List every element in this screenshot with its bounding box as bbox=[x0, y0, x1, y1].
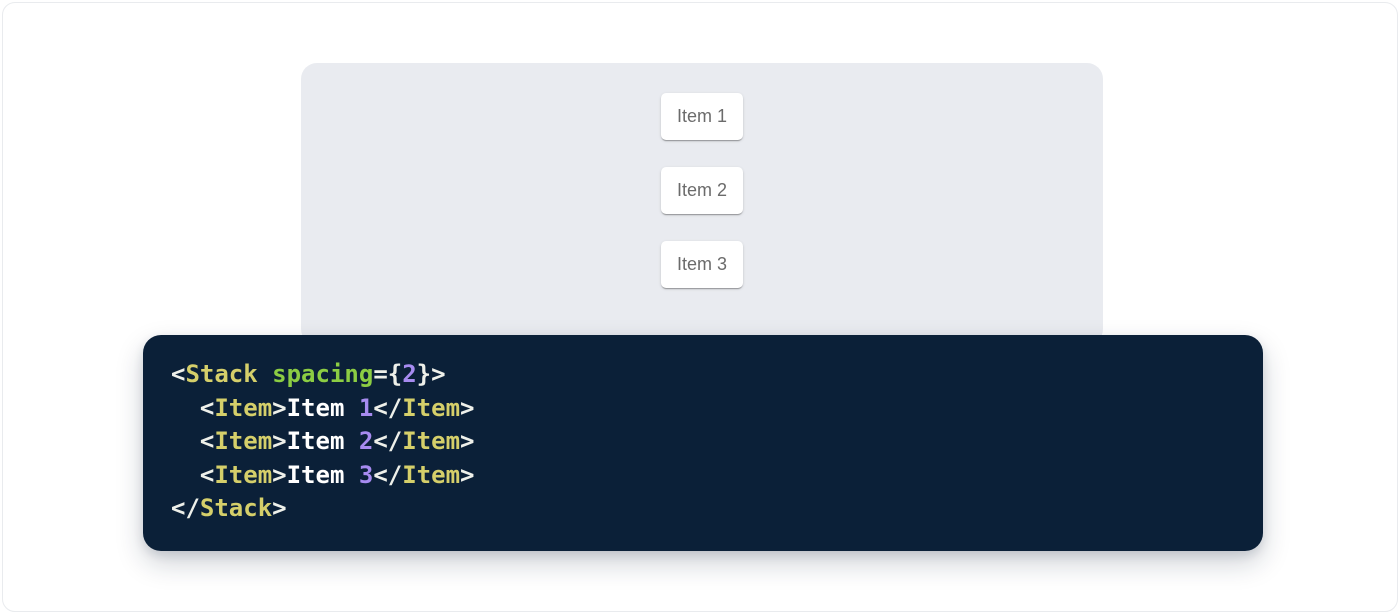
code-block: <Stack spacing={2}> <Item>Item 1</Item> … bbox=[143, 335, 1263, 551]
code-token-num: 2 bbox=[402, 360, 417, 388]
code-token-punct: > bbox=[272, 393, 287, 422]
code-token-punct: < bbox=[199, 393, 215, 422]
code-token-tag: Item bbox=[214, 460, 273, 489]
code-token-punct: = bbox=[373, 360, 388, 388]
code-token-plain bbox=[171, 427, 200, 455]
item-card-label: Item 1 bbox=[676, 106, 728, 126]
code-token-punct: > bbox=[272, 427, 287, 455]
code-token-plain bbox=[258, 360, 272, 388]
code-line: <Item>Item 1</Item> bbox=[171, 392, 1235, 426]
code-token-punct: > bbox=[460, 393, 475, 422]
code-token-punct: < bbox=[199, 460, 215, 489]
code-token-tag: Stack bbox=[199, 494, 273, 522]
code-token-tag: Item bbox=[214, 427, 273, 455]
code-token-tag: Item bbox=[402, 427, 461, 455]
code-token-punct: < bbox=[171, 360, 186, 388]
code-token-punct: > bbox=[272, 460, 287, 489]
code-token-punct: { bbox=[387, 360, 403, 388]
code-token-punct: } bbox=[416, 360, 432, 388]
code-token-punct: </ bbox=[373, 427, 403, 455]
code-token-num: 1 bbox=[358, 393, 374, 422]
code-token-punct: </ bbox=[373, 460, 403, 489]
code-token-tag: Item bbox=[214, 393, 273, 422]
item-card: Item 1 bbox=[661, 93, 743, 140]
code-token-punct: < bbox=[199, 427, 215, 455]
code-token-plain: Item bbox=[286, 427, 359, 455]
code-token-num: 2 bbox=[358, 427, 374, 455]
code-token-plain: Item bbox=[286, 460, 359, 489]
code-token-num: 3 bbox=[358, 460, 374, 489]
code-token-plain bbox=[171, 394, 200, 422]
item-card-label: Item 2 bbox=[676, 180, 728, 200]
code-token-attr: spacing bbox=[272, 360, 374, 388]
code-token-punct: > bbox=[460, 427, 475, 455]
code-line: <Stack spacing={2}> bbox=[171, 358, 1235, 392]
code-token-tag: Stack bbox=[185, 360, 258, 388]
code-token-plain: Item bbox=[286, 393, 359, 422]
code-token-punct: </ bbox=[373, 393, 403, 422]
code-line: <Item>Item 3</Item> bbox=[171, 459, 1235, 493]
code-line: </Stack> bbox=[171, 492, 1235, 526]
stack-demo: Item 1 Item 2 Item 3 bbox=[301, 63, 1103, 288]
code-line: <Item>Item 2</Item> bbox=[171, 425, 1235, 459]
code-token-punct: > bbox=[272, 494, 287, 522]
code-token-tag: Item bbox=[402, 460, 461, 489]
code-token-punct: </ bbox=[171, 494, 200, 522]
code-token-punct: > bbox=[431, 360, 446, 388]
demo-preview-panel: Item 1 Item 2 Item 3 bbox=[301, 63, 1103, 345]
code-content: <Stack spacing={2}> <Item>Item 1</Item> … bbox=[171, 358, 1235, 526]
item-card: Item 2 bbox=[661, 167, 743, 214]
item-card: Item 3 bbox=[661, 241, 743, 288]
item-card-label: Item 3 bbox=[676, 254, 728, 274]
code-token-punct: > bbox=[460, 460, 475, 489]
code-token-plain bbox=[171, 461, 200, 489]
code-token-tag: Item bbox=[402, 393, 461, 422]
